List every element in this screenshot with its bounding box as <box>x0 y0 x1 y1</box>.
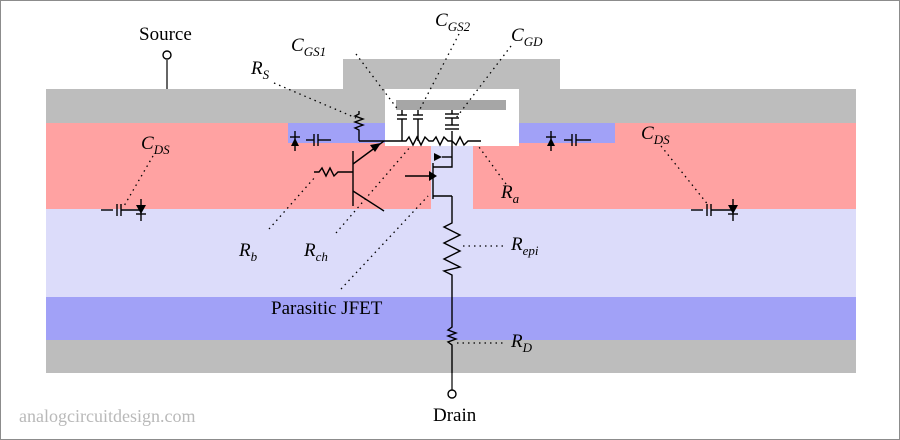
cds-left-label: CDS <box>141 133 170 157</box>
source-metal-bump <box>343 59 560 89</box>
rs-resistor <box>353 111 384 142</box>
n-epi-layer <box>46 209 856 297</box>
parasitic-jfet-symbol <box>405 141 453 199</box>
rs-label: RS <box>250 58 270 82</box>
rch-label: Rch <box>303 240 328 264</box>
source-terminal <box>162 50 172 89</box>
source-label: Source <box>139 24 192 45</box>
right-diode-cap <box>546 131 591 151</box>
watermark: analogcircuitdesign.com <box>19 406 195 426</box>
cds-left-cap-diode <box>101 199 146 221</box>
parasitic-jfet-label: Parasitic JFET <box>271 298 383 319</box>
parasitic-bjt-symbol <box>314 140 385 212</box>
drain-label: Drain <box>433 405 477 426</box>
gate-capacitors <box>397 110 459 141</box>
rb-label: Rb <box>238 240 258 264</box>
cgs2-label: CGS2 <box>435 10 471 34</box>
repi-label: Repi <box>510 234 539 258</box>
drain-terminal <box>447 373 457 399</box>
leader-lines <box>123 33 710 344</box>
cgd-label: CGD <box>511 25 543 49</box>
n-plus-substrate-layer <box>46 297 856 340</box>
channel-resistors <box>384 131 481 147</box>
cds-right-label: CDS <box>641 123 670 147</box>
drain-metal-layer <box>46 340 856 373</box>
cgs1-label: CGS1 <box>291 35 326 59</box>
rd-label: RD <box>510 331 533 355</box>
n-plus-source-left <box>288 123 416 143</box>
left-diode-cap <box>290 131 331 151</box>
n-plus-source-right <box>495 123 615 143</box>
gate-poly <box>396 100 506 110</box>
ra-label: Ra <box>500 182 520 206</box>
drift-resistor-chain <box>441 196 463 373</box>
cds-right-cap-diode <box>691 199 738 221</box>
